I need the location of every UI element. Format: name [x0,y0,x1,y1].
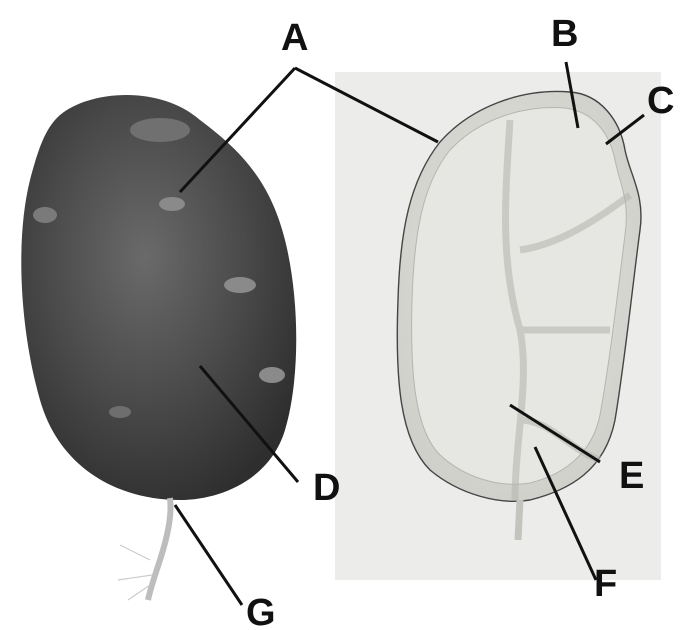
stolon-roots [118,545,152,600]
eye-bud [109,406,131,418]
eye-bud [33,207,57,223]
whole-tuber [21,95,296,600]
label-A: A [281,17,308,59]
eye-bud [224,277,256,293]
stolon [148,498,171,600]
tuber-cross-section [335,72,661,580]
eye-bud [159,197,185,211]
label-E: E [619,455,644,497]
label-F: F [594,563,617,605]
tuber-body [21,95,296,500]
leader-G [175,505,242,605]
label-B: B [551,13,578,55]
eye-cluster [130,118,190,142]
label-G: G [246,592,276,630]
label-D: D [313,467,340,509]
label-C: C [647,80,674,122]
eye-bud [259,367,285,383]
section-stolon [518,500,520,540]
